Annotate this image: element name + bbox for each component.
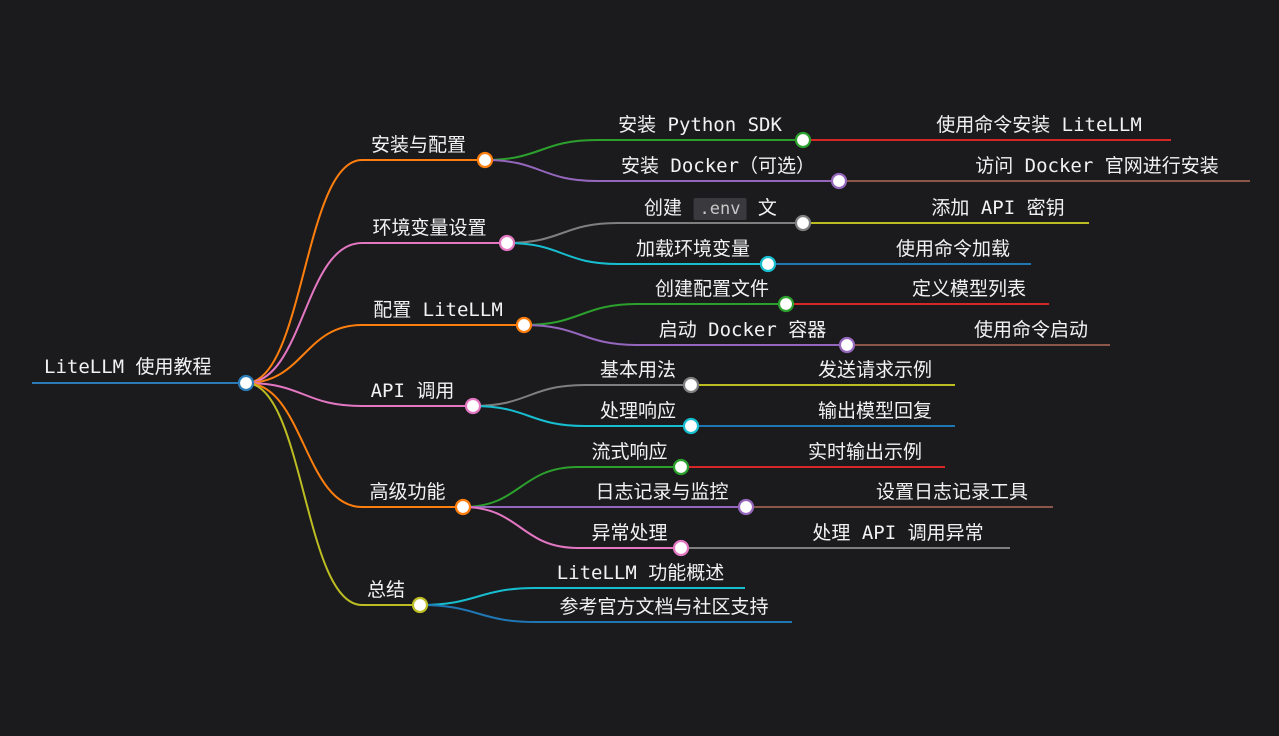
branch-node-label: 安装与配置 [370,134,467,156]
subtopic-node-dot [830,172,848,190]
subtopic-node-label: 加载环境变量 [635,238,751,260]
branch-connector [245,382,363,508]
code-snippet: .env [693,198,747,220]
branch-connector [245,242,363,384]
subtopic-node-label: 启动 Docker 容器 [658,319,827,341]
branch-node-dot [454,498,472,516]
subtopic-connector [523,303,639,326]
branch-connector [245,382,363,407]
branch-node-dot [498,234,516,252]
branch-node-label: 高级功能 [369,481,446,503]
label-part: 文 [757,197,777,219]
subtopic-connector [419,587,537,606]
subtopic-node-dot [794,214,812,232]
branch-connector [245,382,363,606]
subtopic-node-label: LiteLLM 功能概述 [556,562,725,584]
subtopic-node-dot [777,295,795,313]
subtopic-connector [484,159,598,182]
subtopic-node-label: 安装 Docker（可选） [620,155,816,177]
root-node-label: LiteLLM 使用教程 [44,356,212,378]
leaf-node-label: 发送请求示例 [817,359,933,381]
label-part: 创建 [644,197,683,219]
subtopic-node-label: 处理响应 [599,400,677,422]
subtopic-node-dot [672,458,690,476]
leaf-node-label: 输出模型回复 [817,400,933,422]
subtopic-node-label: 创建 .env 文 [644,197,777,220]
subtopic-node-dot [759,255,777,273]
leaf-node-label: 处理 API 调用异常 [812,522,984,544]
branch-node-dot [476,151,494,169]
branch-connector [245,159,363,384]
subtopic-node-label: 参考官方文档与社区支持 [559,596,769,618]
subtopic-node-dot [838,336,856,354]
leaf-node-label: 设置日志记录工具 [875,481,1029,503]
subtopic-connector [484,139,598,161]
leaf-node-label: 访问 Docker 官网进行安装 [975,155,1219,177]
subtopic-node-label: 流式响应 [591,441,668,463]
root-node-dot [237,374,255,392]
branch-node-label: API 调用 [370,380,455,402]
branch-connector [245,324,363,384]
branch-node-dot [464,397,482,415]
subtopic-node-label: 安装 Python SDK [618,114,782,136]
branch-node-dot [515,316,533,334]
branch-node-label: 配置 LiteLLM [373,299,503,321]
subtopic-connector [506,242,619,265]
leaf-node-label: 添加 API 密钥 [931,197,1065,219]
subtopic-connector [472,405,586,427]
subtopic-node-label: 异常处理 [591,522,668,544]
branch-node-label: 总结 [366,579,406,601]
subtopic-connector [472,384,586,407]
subtopic-connector [462,506,579,549]
subtopic-connector [506,222,619,244]
subtopic-connector [419,604,537,623]
subtopic-node-label: 日志记录与监控 [595,481,729,503]
subtopic-node-dot [737,498,755,516]
subtopic-node-dot [682,376,700,394]
leaf-node-label: 使用命令加载 [895,238,1011,260]
subtopic-connector [523,324,639,346]
leaf-node-label: 定义模型列表 [911,278,1027,300]
subtopic-node-dot [682,417,700,435]
subtopic-node-label: 基本用法 [599,359,677,381]
leaf-node-label: 使用命令启动 [973,319,1089,341]
subtopic-connector [462,466,579,508]
subtopic-node-label: 创建配置文件 [654,278,770,300]
subtopic-node-dot [672,539,690,557]
branch-node-dot [411,596,429,614]
subtopic-node-dot [794,131,812,149]
leaf-node-label: 实时输出示例 [807,441,923,463]
leaf-node-label: 使用命令安装 LiteLLM [936,114,1142,136]
branch-node-label: 环境变量设置 [372,217,487,239]
